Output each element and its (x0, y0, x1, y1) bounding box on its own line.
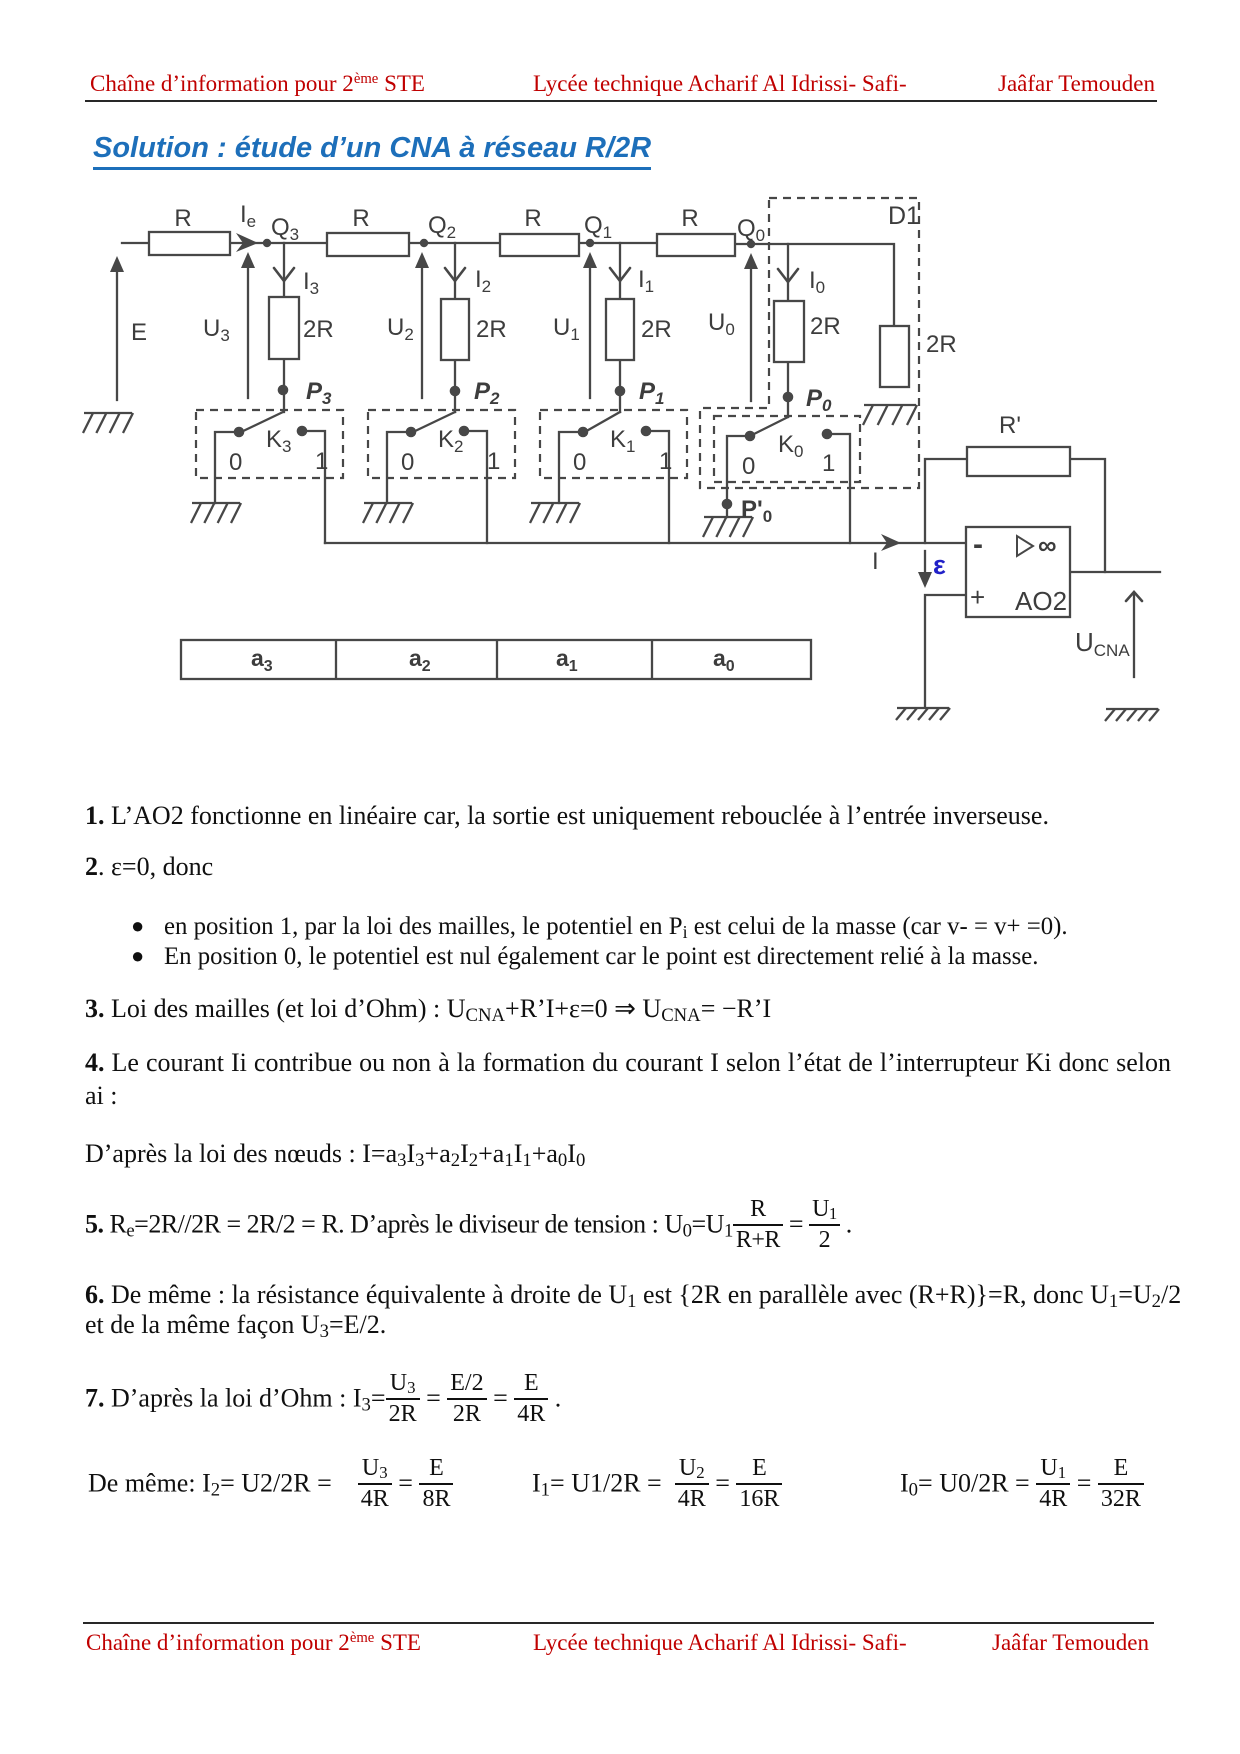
svg-text:+: + (970, 582, 985, 612)
svg-text:R': R' (999, 412, 1021, 439)
svg-text:I0: I0 (809, 267, 825, 297)
svg-text:0: 0 (742, 453, 755, 480)
svg-text:Q3: Q3 (271, 214, 299, 244)
svg-text:Q1: Q1 (584, 212, 612, 242)
svg-text:R: R (681, 205, 698, 232)
svg-text:P2: P2 (474, 378, 500, 408)
svg-text:Q0: Q0 (737, 215, 765, 245)
svg-text:UCNA: UCNA (1075, 627, 1130, 660)
svg-text:E: E (131, 319, 147, 346)
svg-text:D1: D1 (888, 202, 920, 230)
svg-text:P'0: P'0 (741, 496, 772, 526)
svg-text:0: 0 (401, 449, 414, 476)
svg-text:P0: P0 (806, 385, 832, 415)
svg-text:U1: U1 (553, 314, 580, 344)
svg-text:K3: K3 (266, 426, 291, 456)
svg-text:U3: U3 (203, 315, 230, 345)
svg-text:2R: 2R (810, 313, 841, 340)
svg-text:I3: I3 (303, 268, 319, 298)
svg-text:R: R (524, 205, 541, 232)
svg-text:P1: P1 (639, 378, 664, 408)
svg-text:0: 0 (229, 449, 242, 476)
svg-text:1: 1 (487, 448, 500, 475)
svg-text:U2: U2 (387, 314, 414, 344)
svg-text:-: - (973, 528, 983, 561)
svg-text:1: 1 (315, 448, 328, 475)
svg-text:1: 1 (822, 450, 835, 477)
svg-text:ε: ε (933, 550, 946, 580)
svg-text:I2: I2 (475, 266, 491, 296)
svg-text:2R: 2R (476, 316, 507, 343)
svg-text:P3: P3 (306, 378, 332, 408)
svg-text:K1: K1 (610, 426, 635, 456)
svg-text:Q2: Q2 (428, 212, 456, 242)
svg-text:K0: K0 (778, 431, 803, 461)
svg-text:R: R (174, 205, 191, 232)
svg-text:2R: 2R (303, 316, 334, 343)
svg-text:Ie: Ie (240, 201, 256, 231)
svg-text:I: I (872, 548, 879, 575)
svg-text:∞: ∞ (1038, 530, 1057, 560)
svg-text:2R: 2R (926, 331, 957, 358)
svg-text:I1: I1 (638, 266, 654, 296)
svg-text:R: R (352, 205, 369, 232)
svg-text:2R: 2R (641, 316, 672, 343)
svg-text:AO2: AO2 (1015, 586, 1067, 616)
svg-text:1: 1 (659, 448, 672, 475)
svg-text:0: 0 (573, 449, 586, 476)
svg-text:U0: U0 (708, 309, 735, 339)
